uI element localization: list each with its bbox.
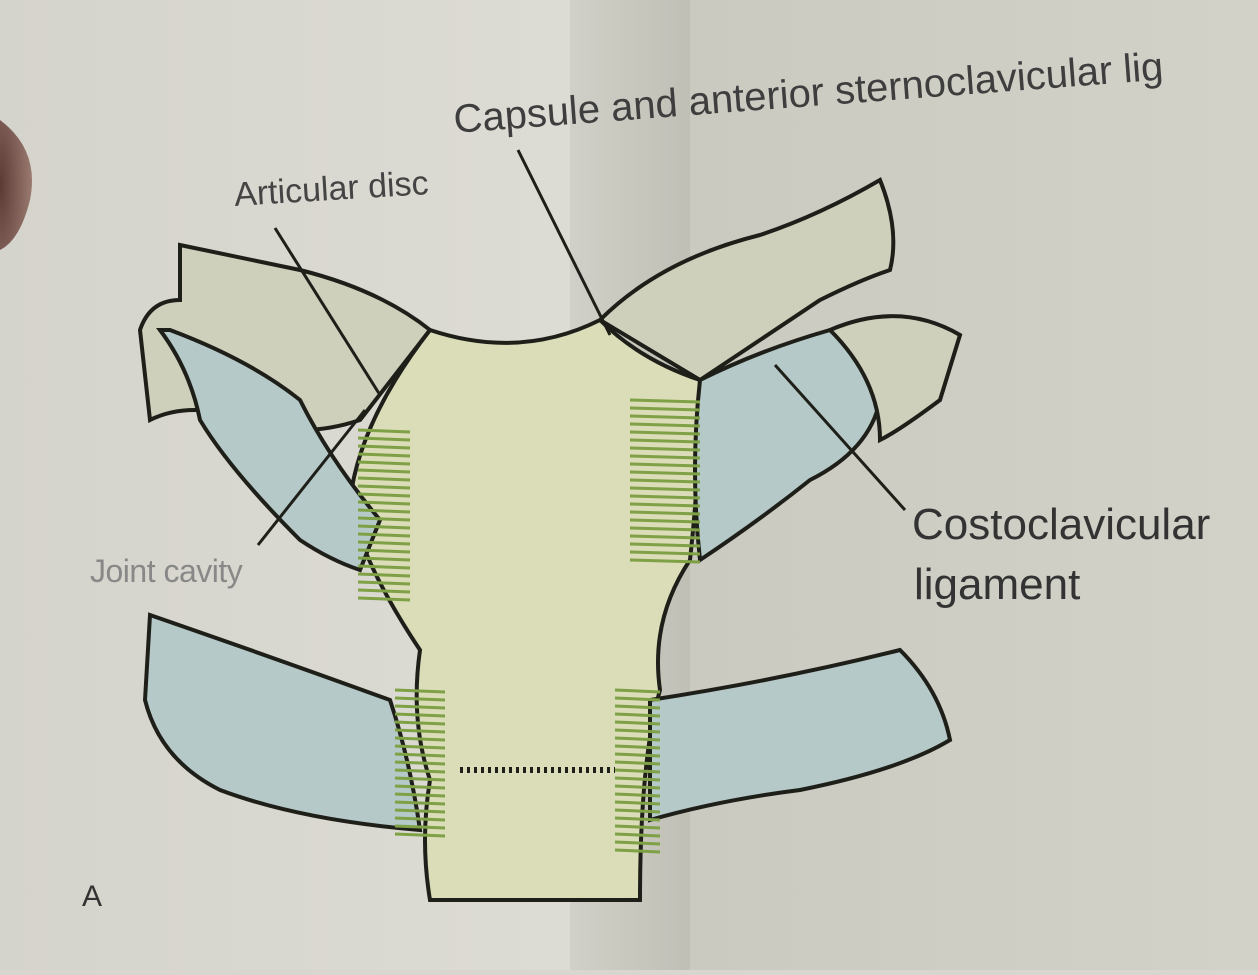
ligament-hatch-stroke <box>615 826 660 828</box>
ligament-hatch-stroke <box>615 786 660 788</box>
ligament-hatch-stroke <box>630 488 700 490</box>
ligament-hatch-stroke <box>615 802 660 804</box>
ligament-hatch-stroke <box>395 786 445 788</box>
ligament-hatch-stroke <box>615 722 660 724</box>
costoclavicular-label-line1: Costoclavicular <box>912 500 1210 550</box>
ligament-hatch-stroke <box>615 850 660 852</box>
ligament-hatch-stroke <box>630 440 700 442</box>
ligament-hatch-stroke <box>630 520 700 522</box>
ligament-hatch-stroke <box>395 738 445 740</box>
ligament-hatch-stroke <box>630 504 700 506</box>
ligament-hatch-stroke <box>358 430 410 432</box>
ligament-hatch-stroke <box>358 518 410 520</box>
ligament-hatch-stroke <box>630 480 700 482</box>
ligament-hatch-stroke <box>358 566 410 568</box>
ligament-hatch-stroke <box>630 408 700 410</box>
ligament-hatch-stroke <box>615 770 660 772</box>
ligament-hatch-stroke <box>358 446 410 448</box>
ligament-hatch-stroke <box>358 470 410 472</box>
ligament-hatch-stroke <box>358 574 410 576</box>
ligament-hatch-stroke <box>630 472 700 474</box>
ligament-hatch-stroke <box>630 512 700 514</box>
ligament-hatch-stroke <box>615 738 660 740</box>
ligament-hatch-stroke <box>630 528 700 530</box>
ligament-hatch-stroke <box>630 432 700 434</box>
ligament-hatch-stroke <box>358 486 410 488</box>
costoclavicular-label-line2: ligament <box>914 560 1080 610</box>
ligament-hatch-stroke <box>358 558 410 560</box>
ligament-hatch-stroke <box>395 834 445 836</box>
joint-cavity-label: Joint cavity <box>90 553 242 590</box>
ligament-hatch-stroke <box>395 770 445 772</box>
ligament-hatch-stroke <box>358 550 410 552</box>
ligament-hatch-stroke <box>358 478 410 480</box>
ligament-hatch-stroke <box>358 590 410 592</box>
ligament-hatch-stroke <box>395 802 445 804</box>
ligament-hatch-stroke <box>615 746 660 748</box>
ligament-hatch-stroke <box>358 494 410 496</box>
ligament-hatch-stroke <box>395 746 445 748</box>
ligament-hatch-stroke <box>395 722 445 724</box>
ligament-hatch-stroke <box>615 834 660 836</box>
ligament-hatch-stroke <box>395 730 445 732</box>
ligament-hatch-stroke <box>615 842 660 844</box>
ligament-hatch-stroke <box>395 714 445 716</box>
ligament-hatch-stroke <box>358 582 410 584</box>
ligament-hatch-stroke <box>358 510 410 512</box>
ligament-hatch-stroke <box>395 690 445 692</box>
ligament-hatch-stroke <box>615 810 660 812</box>
ligament-hatch-stroke <box>630 424 700 426</box>
ligament-hatch-stroke <box>395 826 445 828</box>
ligament-hatch-stroke <box>630 560 700 562</box>
ligament-hatch-stroke <box>358 534 410 536</box>
ligament-hatch-stroke <box>630 448 700 450</box>
ligament-hatch-stroke <box>615 818 660 820</box>
ligament-hatch-stroke <box>615 714 660 716</box>
ligament-hatch-stroke <box>395 698 445 700</box>
ligament-hatch-stroke <box>395 754 445 756</box>
ligament-hatch-stroke <box>630 456 700 458</box>
ligament-hatch-stroke <box>615 706 660 708</box>
ligament-hatch-stroke <box>395 762 445 764</box>
panel-letter: A <box>82 880 102 914</box>
ligament-hatch-stroke <box>358 526 410 528</box>
ligament-hatch-stroke <box>358 502 410 504</box>
ligament-hatch-stroke <box>395 706 445 708</box>
ligament-hatch-stroke <box>395 810 445 812</box>
ligament-hatch-stroke <box>630 400 700 402</box>
ligament-hatch-stroke <box>395 778 445 780</box>
ligament-hatch-stroke <box>358 542 410 544</box>
ligament-hatch-stroke <box>630 496 700 498</box>
ligament-hatch-stroke <box>615 690 660 692</box>
ligament-hatch-stroke <box>615 754 660 756</box>
ligament-hatch-stroke <box>358 454 410 456</box>
ligament-hatch-stroke <box>615 698 660 700</box>
ligament-hatch-stroke <box>358 438 410 440</box>
ligament-hatch-stroke <box>615 794 660 796</box>
ligament-hatch-stroke <box>615 730 660 732</box>
ligament-hatch-stroke <box>358 598 410 600</box>
ligament-hatch-stroke <box>630 552 700 554</box>
ligament-hatch-stroke <box>358 462 410 464</box>
ligament-hatch-stroke <box>630 536 700 538</box>
ligament-hatch-stroke <box>630 416 700 418</box>
ligament-hatch-stroke <box>395 818 445 820</box>
ligament-hatch-stroke <box>615 778 660 780</box>
ligament-hatch-stroke <box>615 762 660 764</box>
ligament-hatch-stroke <box>630 544 700 546</box>
ligament-hatch-stroke <box>630 464 700 466</box>
ligament-hatch-stroke <box>395 794 445 796</box>
